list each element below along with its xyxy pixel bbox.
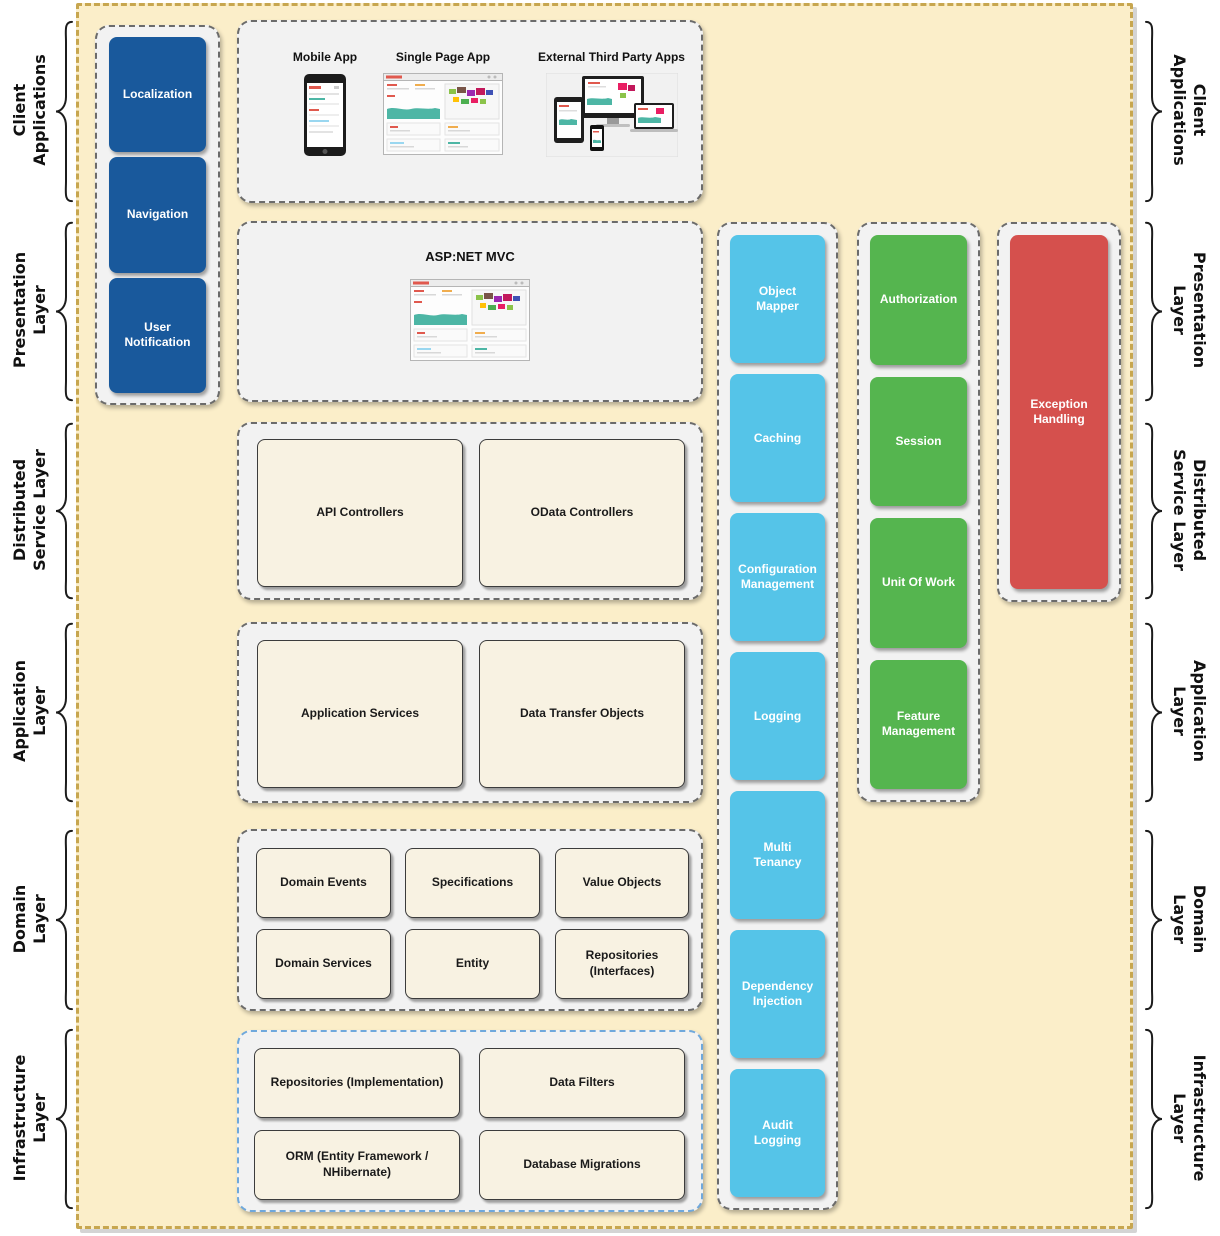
module-multi-tenancy: Multi Tenancy <box>730 791 825 919</box>
box-entity: Entity <box>405 929 540 999</box>
aspnet-mvc-image <box>410 279 530 361</box>
distributed-service-layer-container: API Controllers OData Controllers <box>237 422 703 600</box>
module-object-mapper: Object Mapper <box>730 235 825 363</box>
infrastructure-layer-container: Repositories (Implementation) Data Filte… <box>237 1030 703 1212</box>
module-audit-logging: Audit Logging <box>730 1069 825 1197</box>
module-feature-management: Feature Management <box>870 659 967 789</box>
curly-brace-left-client-applications <box>52 20 74 203</box>
box-value-objects: Value Objects <box>555 848 689 918</box>
aspnet-mvc-title: ASP:NET MVC <box>425 249 515 264</box>
module-configuration-management: Configuration Management <box>730 513 825 641</box>
curly-brace-left-domain-layer <box>52 829 74 1011</box>
box-application-services: Application Services <box>257 640 463 788</box>
box-database-migrations: Database Migrations <box>479 1130 685 1200</box>
external-apps-image <box>546 73 678 157</box>
module-user-notification: User Notification <box>109 277 206 393</box>
curly-brace-right-presentation-layer <box>1144 221 1166 402</box>
figure-label: Mobile App <box>292 50 358 64</box>
curly-brace-left-distributed-service-layer <box>52 422 74 600</box>
box-api-controllers: API Controllers <box>257 439 463 587</box>
curly-brace-right-application-layer <box>1144 622 1166 803</box>
curly-brace-right-distributed-service-layer <box>1144 422 1166 600</box>
cross-cutting-column-1: Object Mapper Caching Configuration Mana… <box>717 222 838 1210</box>
mobile-app-image <box>303 73 347 157</box>
layer-label-left-infrastructure-layer: Infrastructure Layer <box>10 1054 49 1182</box>
box-repositories-implementation: Repositories (Implementation) <box>254 1048 460 1118</box>
module-caching: Caching <box>730 374 825 502</box>
client-applications-container: Mobile App Single Page App External Thir… <box>237 20 703 203</box>
box-odata-controllers: OData Controllers <box>479 439 685 587</box>
box-repositories-interfaces: Repositories (Interfaces) <box>555 929 689 999</box>
figure-single-page-app: Single Page App <box>373 50 513 155</box>
box-specifications: Specifications <box>405 848 540 918</box>
layer-label-right-infrastructure-layer: Infrastructure Layer <box>1170 1054 1209 1182</box>
module-exception-handling: Exception Handling <box>1010 235 1108 589</box>
box-domain-services: Domain Services <box>256 929 391 999</box>
box-data-filters: Data Filters <box>479 1048 685 1118</box>
module-unit-of-work: Unit Of Work <box>870 518 967 648</box>
curly-brace-left-infrastructure-layer <box>52 1028 74 1210</box>
box-data-transfer-objects: Data Transfer Objects <box>479 640 685 788</box>
module-logging: Logging <box>730 652 825 780</box>
curly-brace-left-application-layer <box>52 622 74 803</box>
figure-mobile-app: Mobile App <box>280 50 370 157</box>
cross-cutting-column-2: Authorization Session Unit Of Work Featu… <box>857 222 980 802</box>
module-localization: Localization <box>109 37 206 153</box>
curly-brace-right-infrastructure-layer <box>1144 1028 1166 1210</box>
figure-label: Single Page App <box>395 50 491 64</box>
single-page-app-image <box>383 73 503 155</box>
module-session: Session <box>870 376 967 506</box>
sidebar-modules-container: Localization Navigation User Notificatio… <box>95 25 220 405</box>
curly-brace-right-domain-layer <box>1144 829 1166 1011</box>
figure-external-third-party-apps: External Third Party Apps <box>534 50 689 157</box>
figure-label: External Third Party Apps <box>538 50 685 64</box>
curly-brace-left-presentation-layer <box>52 221 74 402</box>
module-navigation: Navigation <box>109 157 206 273</box>
curly-brace-right-client-applications <box>1144 20 1166 203</box>
domain-layer-container: Domain Events Specifications Value Objec… <box>237 829 703 1011</box>
cross-cutting-column-3: Exception Handling <box>997 222 1121 602</box>
box-domain-events: Domain Events <box>256 848 391 918</box>
application-layer-container: Application Services Data Transfer Objec… <box>237 622 703 803</box>
presentation-layer-container: ASP:NET MVC <box>237 221 703 402</box>
module-dependency-injection: Dependency Injection <box>730 930 825 1058</box>
module-authorization: Authorization <box>870 235 967 365</box>
box-orm: ORM (Entity Framework / NHibernate) <box>254 1130 460 1200</box>
